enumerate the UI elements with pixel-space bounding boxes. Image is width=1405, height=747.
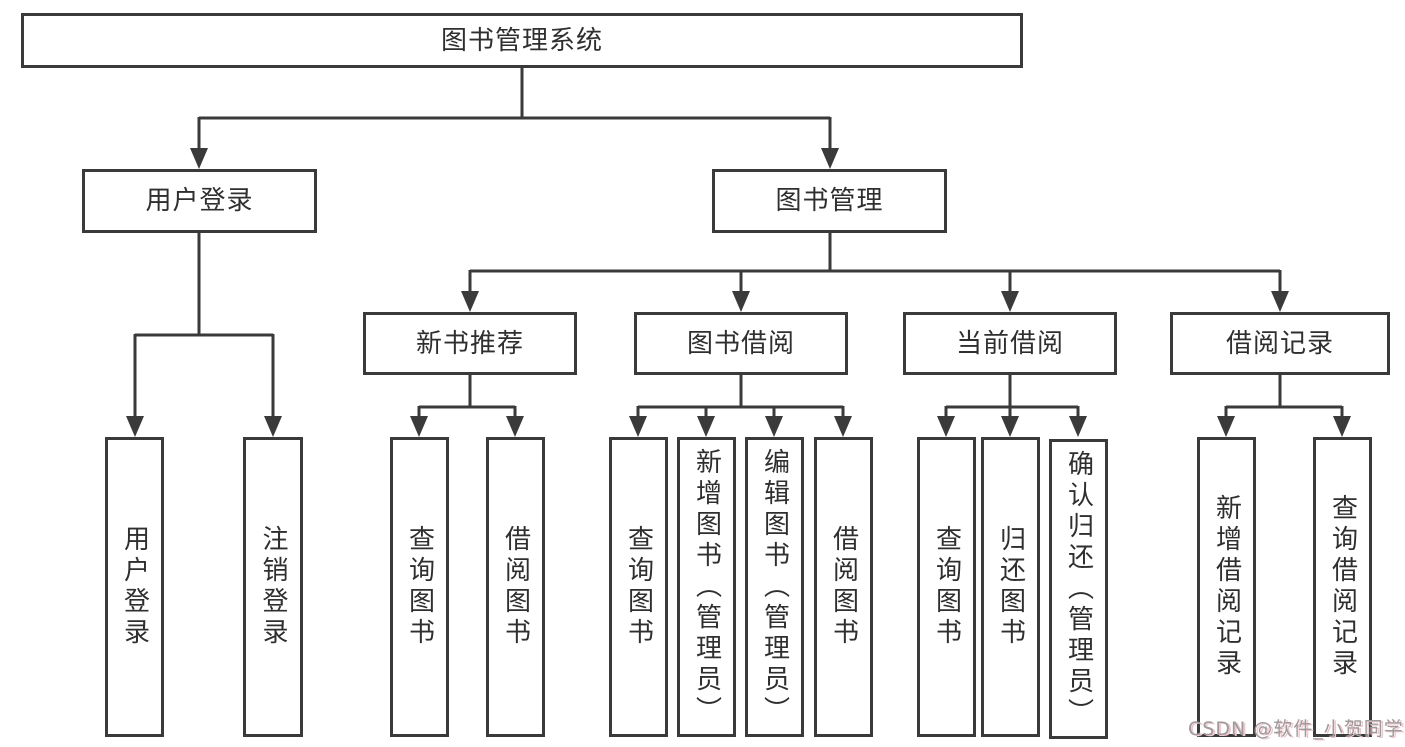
node-book-borrowing: 图书借阅: [634, 312, 848, 375]
arrowhead: [126, 416, 144, 437]
leaf-label: 查询图书: [404, 525, 435, 649]
leaf-label: 查询图书: [931, 525, 962, 649]
leaf-return-book: 归还图书: [981, 437, 1040, 737]
leaf-user-login: 用户登录: [105, 437, 164, 737]
leaf-label: 查询图书: [623, 525, 654, 649]
arrowhead: [1069, 416, 1087, 437]
leaf-query-books-recommend: 查询图书: [390, 437, 449, 737]
arrowhead: [461, 291, 479, 312]
arrowhead: [410, 416, 428, 437]
arrowhead: [834, 416, 852, 437]
node-user-login: 用户登录: [82, 169, 317, 233]
node-library-management-system: 图书管理系统: [21, 13, 1023, 68]
arrowhead: [264, 416, 282, 437]
csdn-watermark: CSDN @软件_小贺同学: [1188, 718, 1404, 740]
leaf-edit-book-admin: 编辑图书（管理员）: [745, 437, 804, 737]
arrowhead: [190, 148, 208, 169]
leaf-label: 编辑图书（管理员）: [759, 447, 790, 727]
leaf-query-books-current: 查询图书: [917, 437, 976, 737]
leaf-label: 新增图书（管理员）: [691, 447, 722, 727]
node-label: 图书管理系统: [440, 25, 603, 56]
arrowhead: [1333, 416, 1351, 437]
node-current-borrowing: 当前借阅: [903, 312, 1117, 375]
leaf-label: 注销登录: [258, 525, 288, 649]
connector-stems: [133, 68, 1344, 422]
arrowhead: [1271, 291, 1289, 312]
node-label: 图书借阅: [686, 328, 795, 359]
arrowhead: [1217, 416, 1235, 437]
arrowhead: [821, 148, 839, 169]
arrowhead: [629, 416, 647, 437]
arrowhead: [506, 416, 524, 437]
leaf-borrow-books: 借阅图书: [814, 437, 873, 737]
leaf-label: 查询借阅记录: [1327, 494, 1358, 680]
node-label: 当前借阅: [955, 328, 1064, 359]
leaf-borrow-books-recommend: 借阅图书: [486, 437, 545, 737]
node-label: 新书推荐: [415, 328, 524, 359]
leaf-add-book-admin: 新增图书（管理员）: [677, 437, 736, 737]
arrowhead: [765, 416, 783, 437]
leaf-add-borrow-record: 新增借阅记录: [1197, 437, 1256, 737]
leaf-label: 用户登录: [119, 525, 150, 649]
leaf-label: 确认归还（管理员）: [1063, 449, 1094, 729]
node-new-book-recommendation: 新书推荐: [363, 312, 577, 375]
arrowhead: [937, 416, 955, 437]
leaf-label: 归还图书: [995, 525, 1026, 649]
arrowhead: [697, 416, 715, 437]
leaf-query-borrow-record: 查询借阅记录: [1313, 437, 1372, 737]
leaf-label: 新增借阅记录: [1211, 494, 1242, 680]
leaf-confirm-return-admin: 确认归还（管理员）: [1049, 439, 1108, 739]
arrowhead: [732, 291, 750, 312]
arrowheads: [126, 148, 1351, 437]
leaf-label: 借阅图书: [828, 525, 859, 649]
leaf-label: 借阅图书: [500, 525, 531, 649]
node-label: 用户登录: [145, 186, 254, 216]
node-label: 图书管理: [775, 186, 884, 216]
arrowhead: [1001, 416, 1019, 437]
node-book-management: 图书管理: [712, 169, 947, 233]
node-borrowing-records: 借阅记录: [1170, 312, 1390, 375]
arrowhead: [1001, 291, 1019, 312]
leaf-query-books-borrowing: 查询图书: [609, 437, 668, 737]
node-label: 借阅记录: [1225, 328, 1334, 359]
leaf-logout: 注销登录: [243, 437, 303, 737]
